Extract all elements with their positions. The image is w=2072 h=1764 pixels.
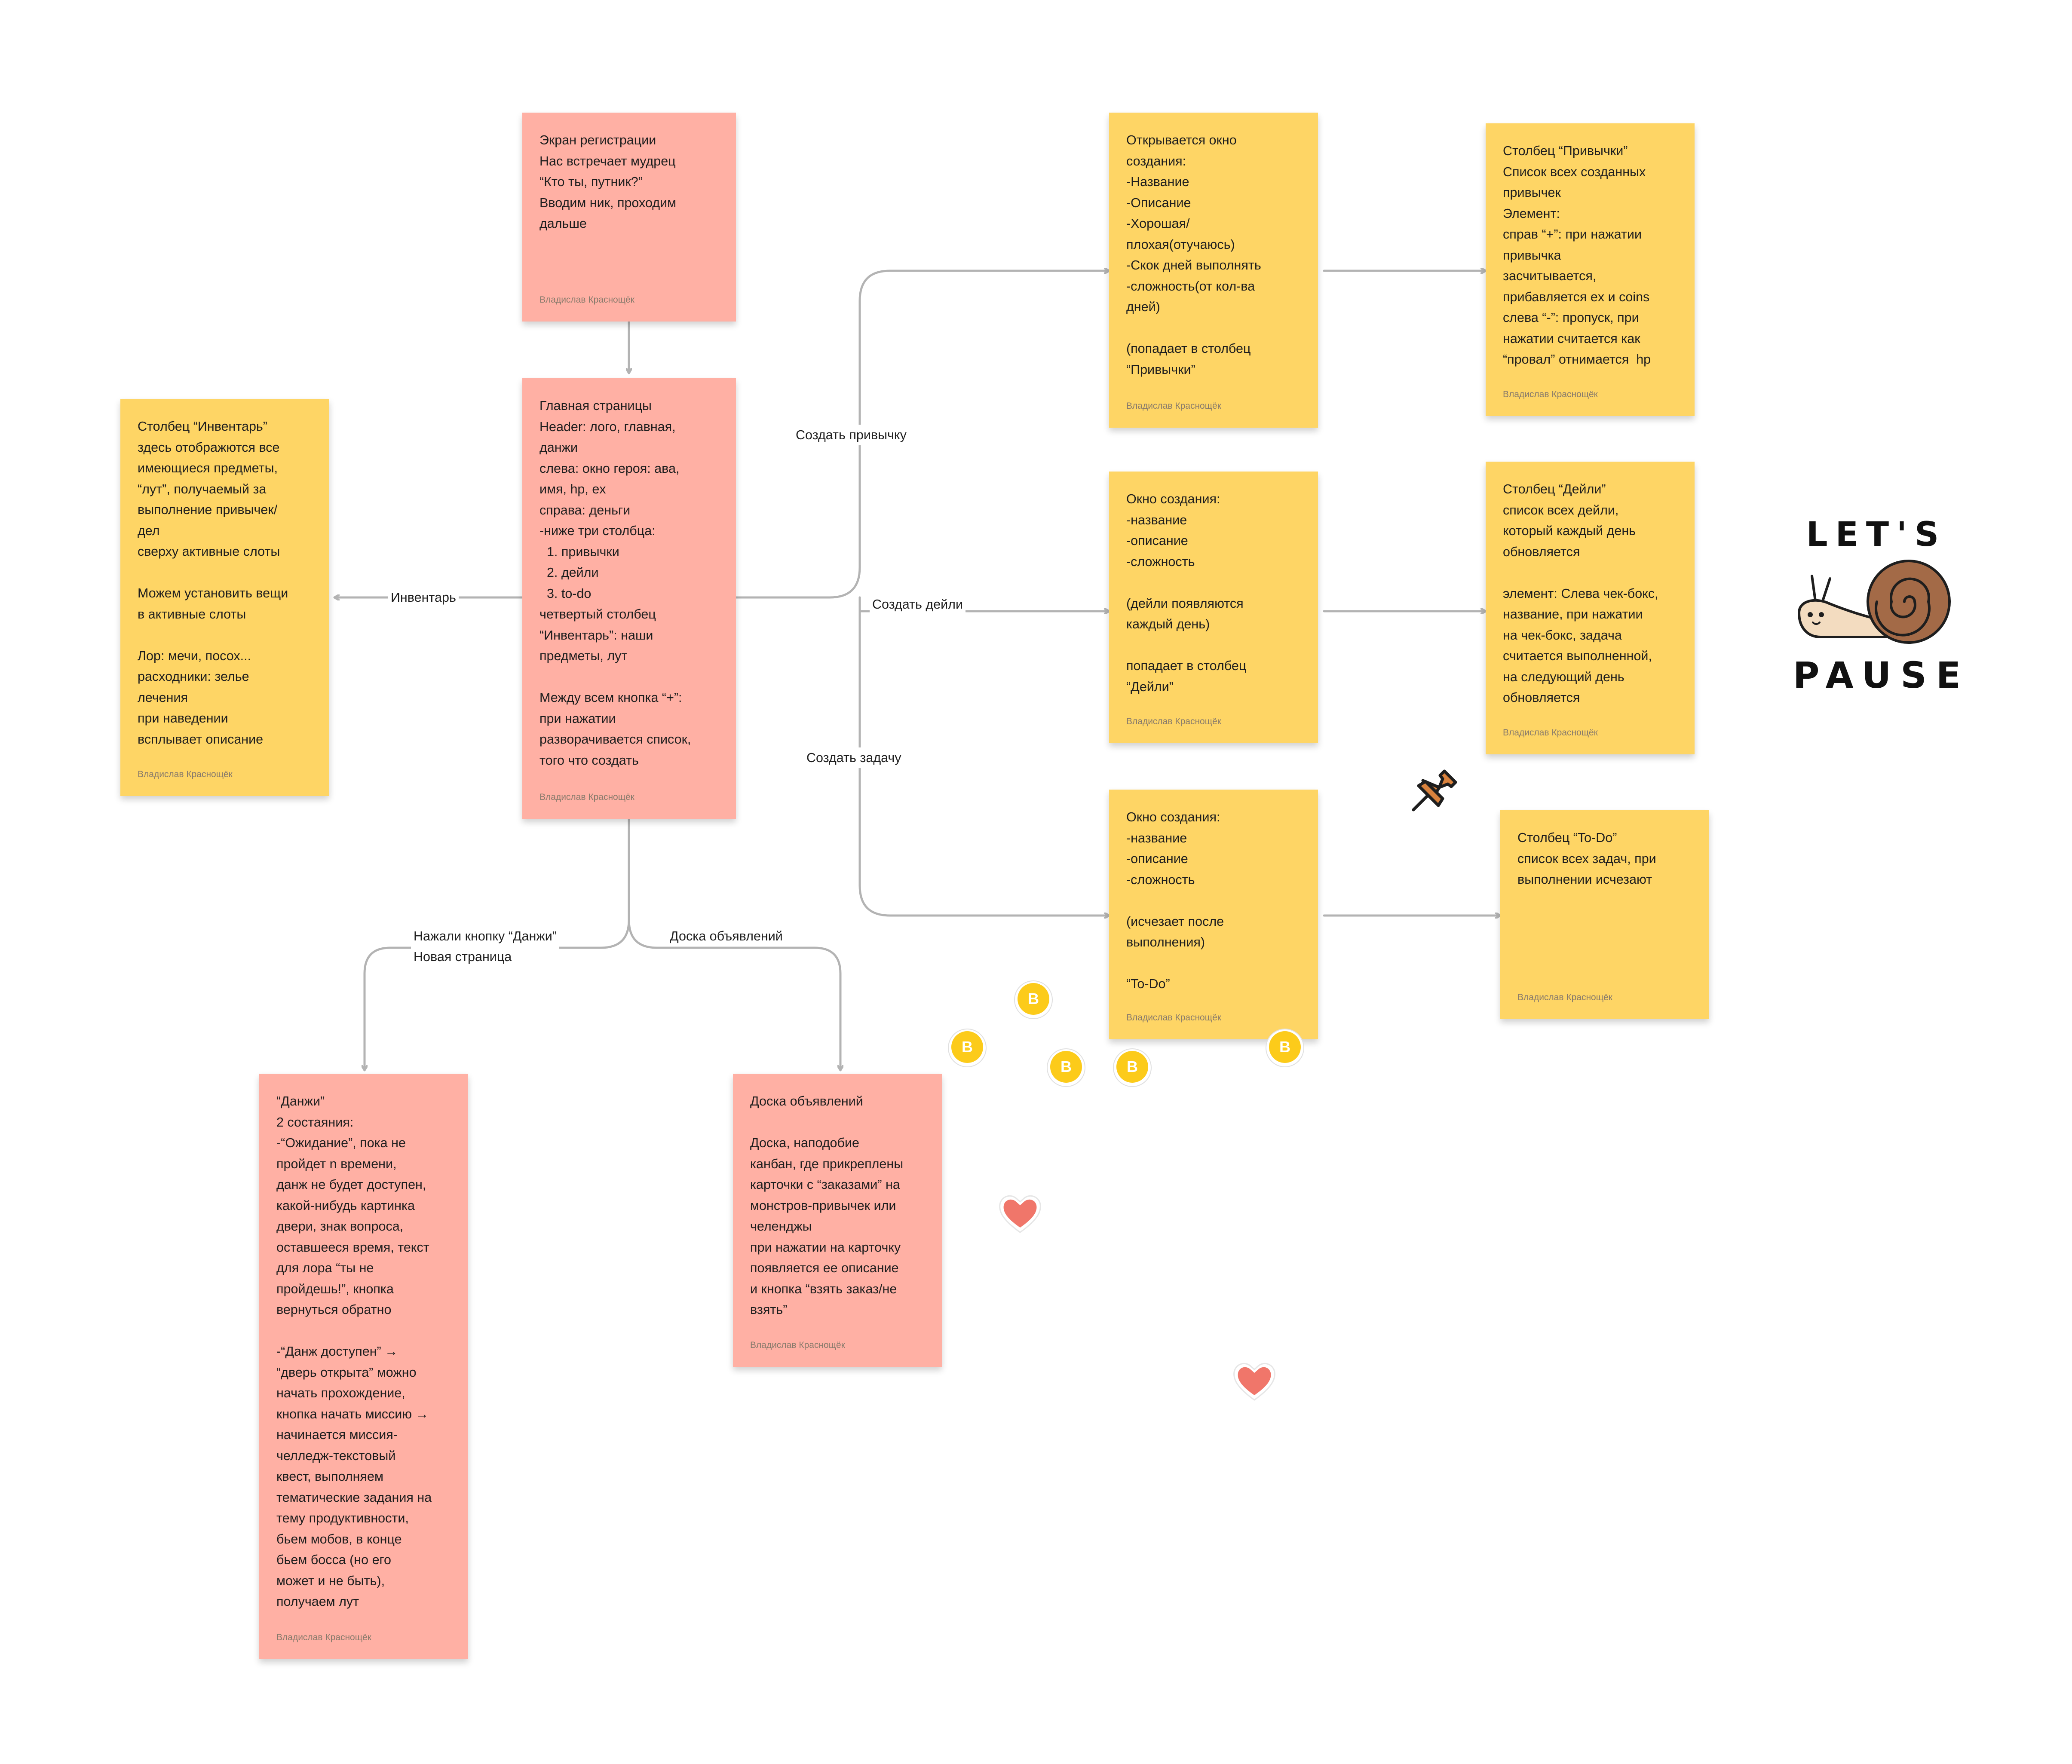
connector-main-to-habit	[735, 271, 1110, 599]
note-text: Столбец “Дейли” список всех дейли, котор…	[1503, 482, 1658, 705]
sticky-note-board[interactable]: Доска объявлений Доска, наподобие канбан…	[733, 1074, 942, 1367]
note-author: Владислав Краснощёк	[750, 1340, 845, 1350]
sticky-note-habit-column[interactable]: Столбец “Привычки” Список всех созданных…	[1486, 123, 1695, 416]
coin-icon: B	[1113, 1048, 1152, 1087]
svg-text:B: B	[962, 1038, 973, 1056]
coin-icon: B	[1266, 1029, 1304, 1067]
svg-text:B: B	[1279, 1038, 1290, 1056]
note-text: Окно создания: -название -описание -слож…	[1126, 492, 1247, 694]
edge-label-create-daily: Создать дейли	[870, 594, 966, 615]
heart-icon	[999, 1195, 1041, 1233]
note-text: Открывается окно создания: -Название -Оп…	[1126, 133, 1261, 377]
svg-text:B: B	[1061, 1058, 1072, 1075]
note-text: Экран регистрации Нас встречает мудрец “…	[539, 133, 677, 231]
sticky-note-todo-column[interactable]: Столбец “To-Do” список всех задач, при в…	[1500, 810, 1709, 1019]
note-text: Столбец “Инвентарь” здесь отображются вс…	[138, 419, 288, 747]
sticky-note-habit-create[interactable]: Открывается окно создания: -Название -Оп…	[1109, 113, 1318, 428]
edge-label-create-task: Создать задачу	[804, 747, 904, 768]
edge-label-board: Доска объявлений	[667, 926, 785, 946]
note-author: Владислав Краснощёк	[1126, 717, 1221, 726]
note-text: Доска объявлений Доска, наподобие канбан…	[750, 1094, 904, 1317]
sticky-note-main-page[interactable]: Главная страницы Header: лого, главная, …	[522, 378, 736, 819]
note-text: Столбец “Привычки” Список всех созданных…	[1503, 144, 1651, 367]
sticky-note-daily-create[interactable]: Окно создания: -название -описание -слож…	[1109, 472, 1318, 743]
heart-icon	[1233, 1363, 1275, 1401]
note-text: Главная страницы Header: лого, главная, …	[539, 398, 691, 768]
note-author: Владислав Краснощёк	[276, 1632, 371, 1642]
coin-icon: B	[1014, 980, 1053, 1019]
svg-text:B: B	[1127, 1058, 1138, 1075]
note-text: “Данжи” 2 состаяния: -“Ожидание”, пока н…	[276, 1094, 432, 1609]
coin-icon: B	[948, 1029, 987, 1067]
connector-main-to-todo	[858, 596, 1110, 916]
connector-main-to-board	[628, 919, 840, 1072]
svg-text:B: B	[1028, 990, 1039, 1008]
note-author: Владислав Краснощёк	[539, 792, 634, 802]
note-author: Владислав Краснощёк	[1503, 389, 1598, 399]
note-author: Владислав Краснощёк	[1517, 992, 1612, 1002]
note-author: Владислав Краснощёк	[539, 295, 634, 305]
sticky-note-inventory-column[interactable]: Столбец “Инвентарь” здесь отображются вс…	[120, 399, 329, 796]
edge-label-inventory: Инвентарь	[388, 587, 459, 608]
lets-pause-snail-sticker: LET'S PAUSE	[1793, 515, 1970, 696]
sticky-note-daily-column[interactable]: Столбец “Дейли” список всех дейли, котор…	[1486, 462, 1695, 754]
note-author: Владислав Краснощёк	[1126, 1013, 1221, 1023]
sticky-note-todo-create[interactable]: Окно создания: -название -описание -слож…	[1109, 790, 1318, 1039]
note-text: Окно создания: -название -описание -слож…	[1126, 810, 1224, 991]
note-author: Владислав Краснощёк	[1503, 728, 1598, 738]
edge-label-create-habit: Создать привычку	[793, 425, 909, 445]
sticky-note-dungeons[interactable]: “Данжи” 2 состаяния: -“Ожидание”, пока н…	[259, 1074, 468, 1659]
push-pin-icon	[1412, 769, 1457, 812]
svg-text:LET'S: LET'S	[1806, 515, 1946, 554]
edge-label-dungeons-button: Нажали кнопку “Данжи” Новая страница	[411, 926, 559, 967]
note-author: Владислав Краснощёк	[1126, 401, 1221, 411]
coin-icon: B	[1047, 1048, 1085, 1087]
svg-text:PAUSE: PAUSE	[1793, 654, 1970, 696]
note-text: Столбец “To-Do” список всех задач, при в…	[1517, 830, 1656, 887]
sticky-note-registration[interactable]: Экран регистрации Нас встречает мудрец “…	[522, 113, 736, 322]
note-author: Владислав Краснощёк	[138, 769, 233, 779]
